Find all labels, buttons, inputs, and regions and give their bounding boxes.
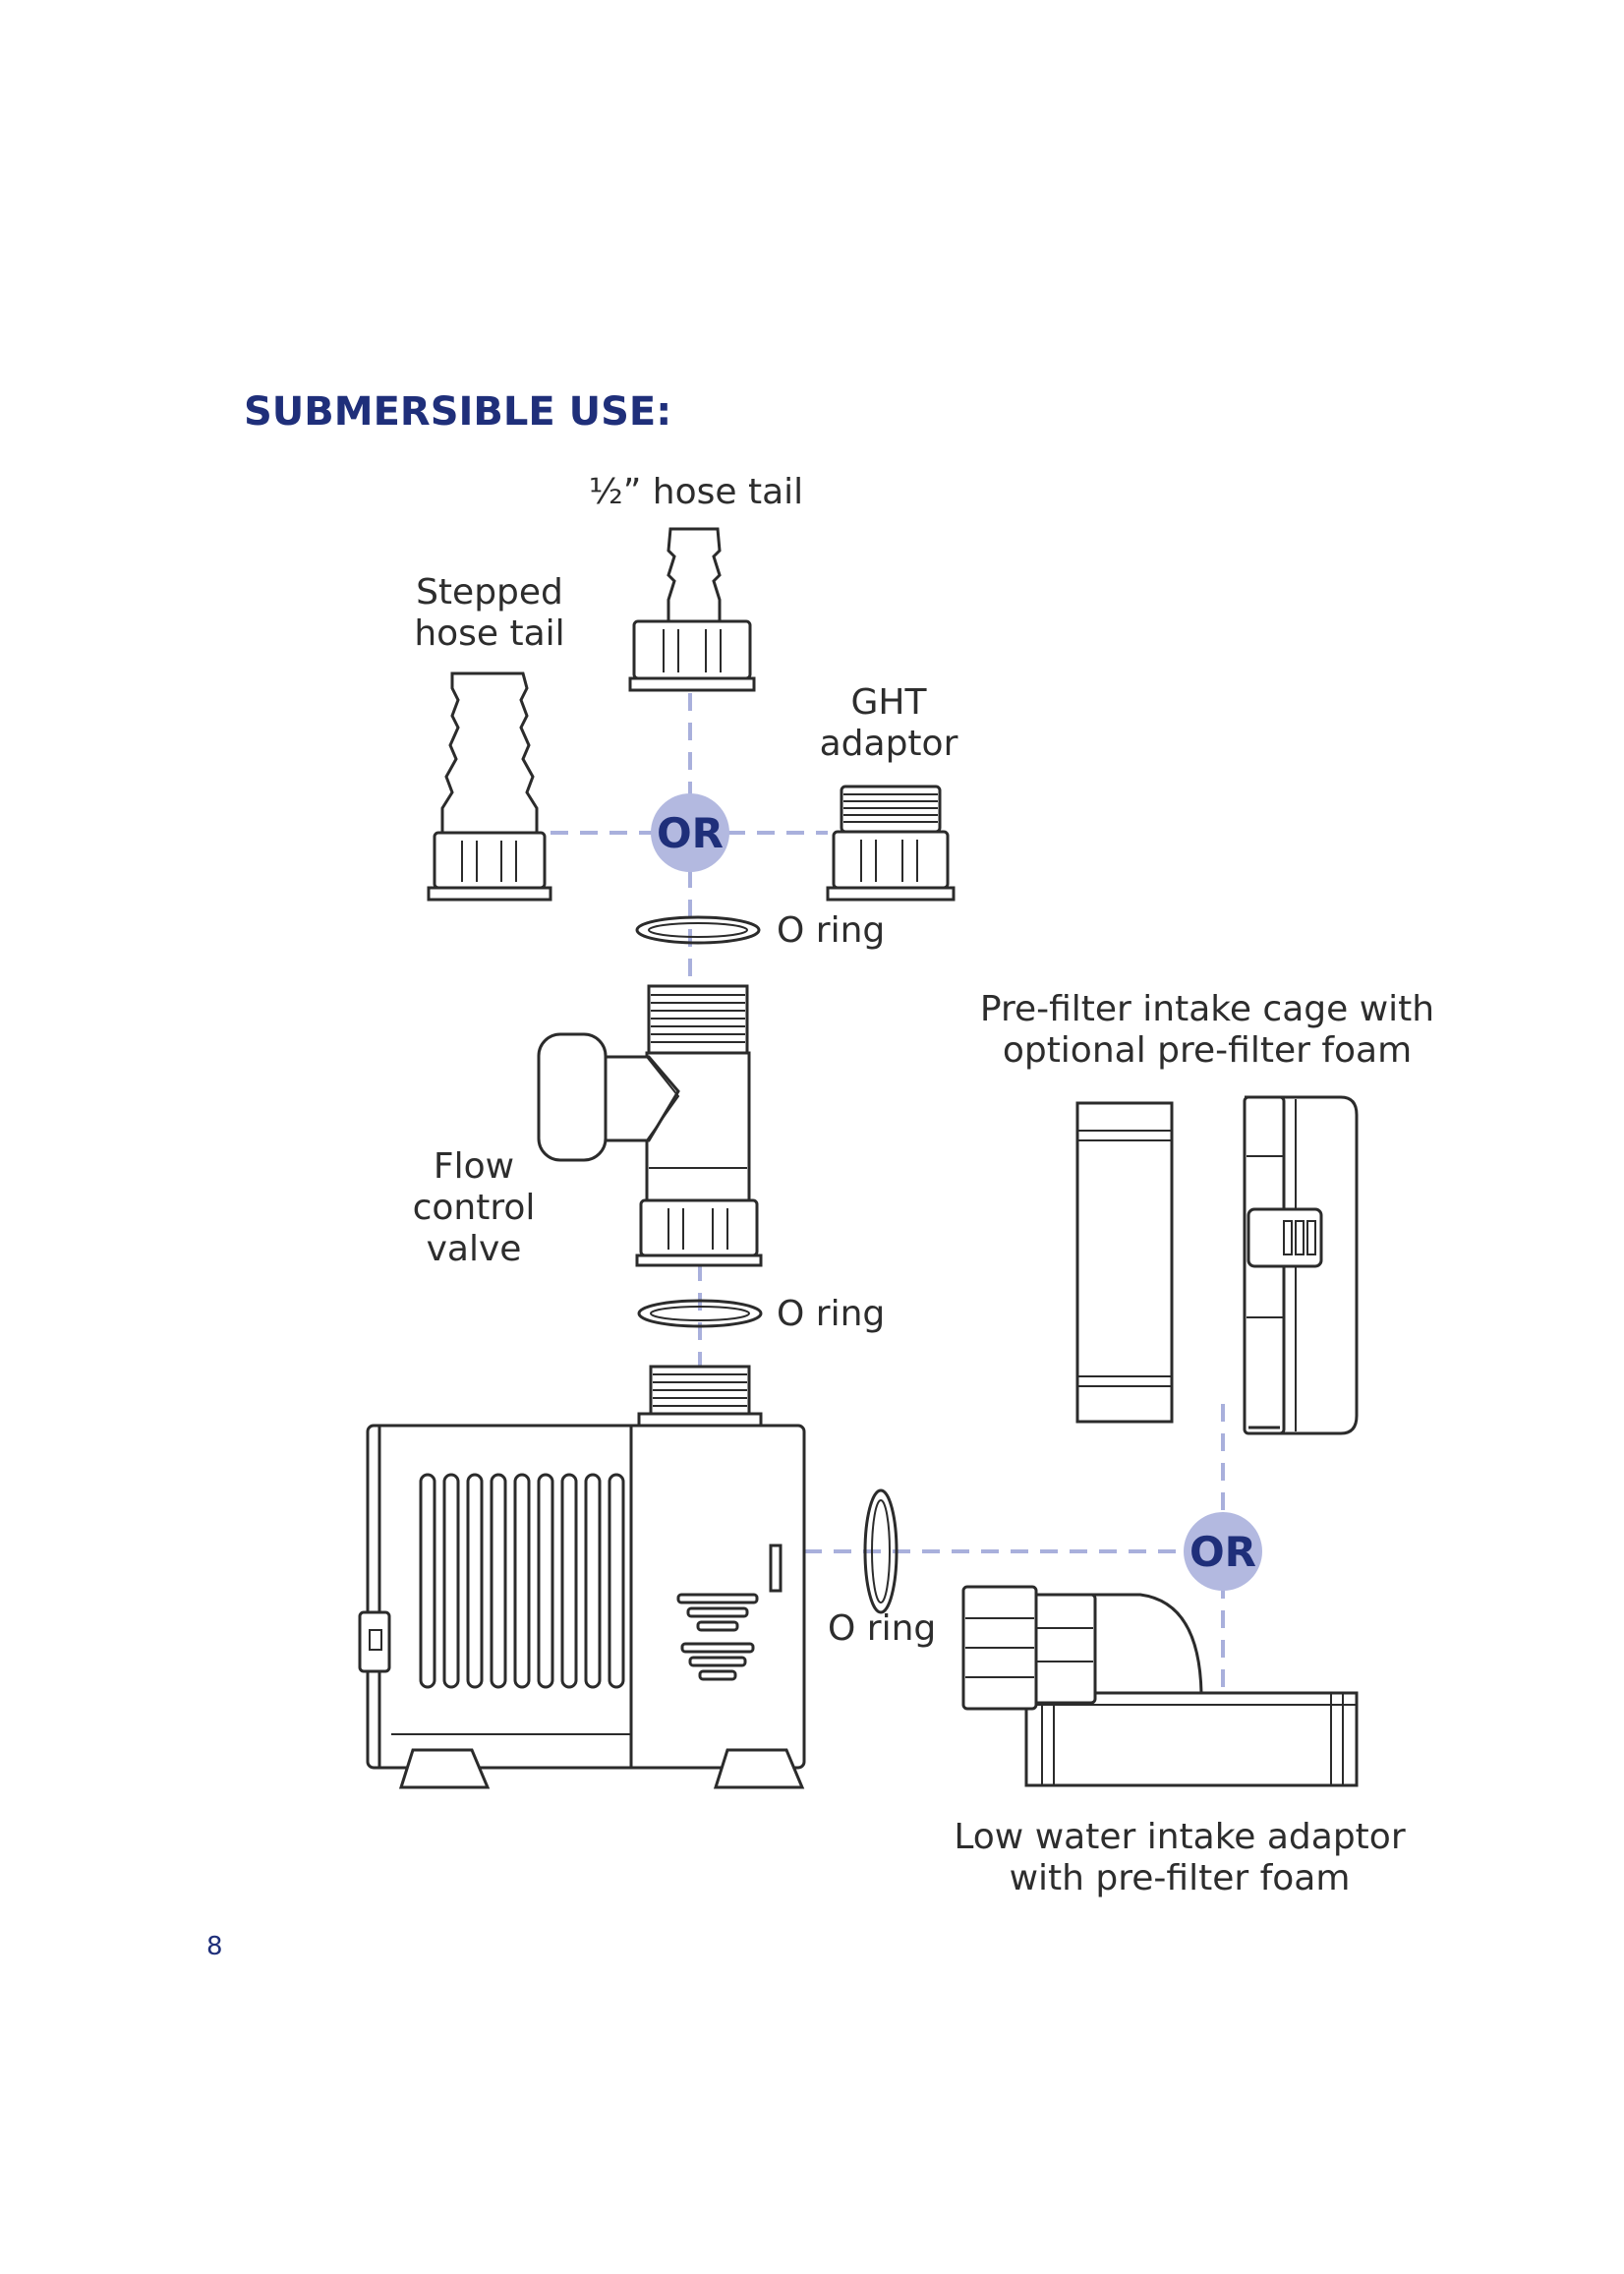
low-water-label-1: Low water intake adaptor [954, 1817, 1405, 1857]
o-ring-middle [637, 1299, 763, 1328]
or-badge-side: OR [1184, 1512, 1262, 1591]
pump-vents [419, 1473, 625, 1689]
pre-filter-foam [1075, 1101, 1174, 1424]
o-ring-top [635, 915, 761, 945]
svg-text:OR: OR [1189, 1528, 1256, 1576]
pump-body [358, 1424, 806, 1789]
page-title: SUBMERSIBLE USE: [244, 389, 671, 435]
pump-intake-slots [676, 1593, 759, 1681]
pre-filter-label-2: optional pre-filter foam [1003, 1030, 1412, 1071]
pre-filter-intake-cage [1243, 1095, 1359, 1435]
or-badge-top: OR [651, 793, 729, 872]
svg-text:OR: OR [657, 809, 724, 857]
o-ring-side [863, 1488, 899, 1614]
flow-control-label-3: valve [427, 1229, 522, 1269]
stepped-hose-tail-label-2: hose tail [414, 613, 564, 654]
flow-control-label-1: Flow [434, 1146, 514, 1187]
stepped-hose-tail [427, 671, 552, 902]
o-ring-middle-label: O ring [777, 1294, 885, 1334]
flow-control-valve [537, 984, 763, 1267]
pump-outlet-thread [637, 1365, 763, 1428]
o-ring-side-label: O ring [828, 1608, 936, 1649]
ght-adaptor [826, 785, 956, 902]
half-inch-hose-tail [628, 527, 756, 692]
stepped-hose-tail-label-1: Stepped [416, 572, 563, 612]
low-water-intake-adaptor [961, 1585, 1359, 1787]
o-ring-top-label: O ring [777, 910, 885, 951]
low-water-label-2: with pre-filter foam [1010, 1858, 1351, 1898]
pre-filter-label-1: Pre-filter intake cage with [980, 989, 1434, 1029]
ght-adaptor-label-2: adaptor [820, 724, 958, 764]
ght-adaptor-label-1: GHT [851, 682, 928, 723]
flow-control-label-2: control [413, 1188, 536, 1228]
half-inch-hose-tail-label: ½” hose tail [589, 472, 803, 512]
page-number: 8 [206, 1932, 223, 1961]
